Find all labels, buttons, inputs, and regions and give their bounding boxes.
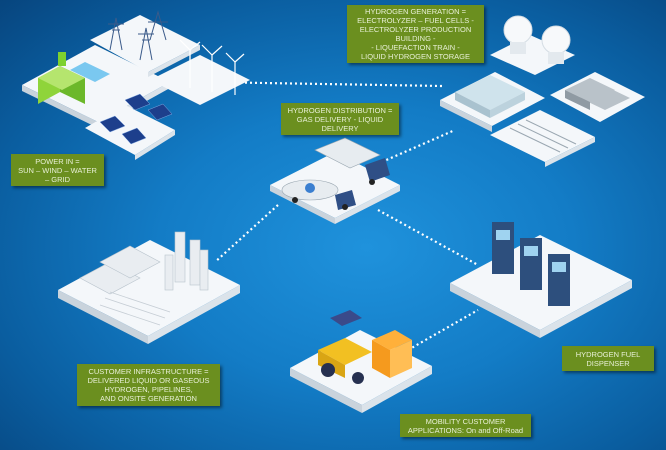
label-power-in: POWER IN = SUN – WIND – WATER – GRID: [11, 154, 104, 186]
generation-platform: [440, 15, 645, 167]
label-mobility: MOBILITY CUSTOMER APPLICATIONS: On and O…: [400, 414, 531, 437]
label-line: BUILDING -: [395, 34, 436, 43]
tank-array-icon: [99, 291, 171, 326]
mobility-platform: [290, 310, 432, 413]
storage-sphere-icon: [503, 15, 571, 64]
label-line: DISPENSER: [586, 358, 630, 368]
label-line: HYDROGEN, PIPELINES,: [104, 385, 193, 394]
label-line: ELECTROLYZER PRODUCTION: [359, 25, 472, 34]
distribution-platform: [270, 137, 400, 224]
label-line: - LIQUEFACTION TRAIN -: [371, 43, 460, 52]
pipeline-plant-icon: [79, 231, 209, 295]
label-line: DELIVERY: [321, 123, 359, 133]
label-line: HYDROGEN GENERATION =: [365, 7, 466, 16]
label-line: POWER IN =: [35, 156, 80, 166]
label-line: ELECTROLYZER – FUEL CELLS -: [357, 16, 474, 25]
wind-turbine-icon: [179, 39, 245, 95]
label-customer-infrastructure: CUSTOMER INFRASTRUCTURE = DELIVERED LIQU…: [77, 364, 220, 406]
label-distribution: HYDROGEN DISTRIBUTION = GAS DELIVERY - L…: [281, 103, 399, 135]
connector-distribution-dispenser: [377, 209, 479, 266]
hydro-dam-icon: [38, 52, 110, 104]
power-in-platform: [22, 10, 250, 160]
delivery-truck-icon: [281, 137, 390, 210]
connector-distribution-customer: [214, 204, 279, 263]
dispenser-platform: [450, 222, 632, 338]
fuel-cell-rack-icon: [509, 119, 577, 153]
connector-mobility-dispenser: [407, 309, 479, 351]
label-line: AND ONSITE GENERATION: [100, 394, 197, 403]
label-line: LIQUID HYDROGEN STORAGE: [360, 52, 471, 61]
label-line: MOBILITY CUSTOMER: [425, 416, 506, 426]
label-dispenser: HYDROGEN FUEL DISPENSER: [562, 346, 654, 371]
label-line: HYDROGEN DISTRIBUTION =: [287, 105, 393, 115]
label-line: GAS DELIVERY - LIQUID: [296, 114, 384, 124]
label-generation: HYDROGEN GENERATION = ELECTROLYZER – FUE…: [347, 5, 484, 63]
fuel-dispenser-icon: [492, 222, 570, 306]
label-line: – GRID: [44, 174, 70, 184]
label-line: CUSTOMER INFRASTRUCTURE =: [88, 367, 209, 376]
label-line: DELIVERED LIQUID OR GASEOUS: [87, 376, 210, 385]
label-line: SUN – WIND – WATER: [18, 165, 97, 175]
label-line: APPLICATIONS: On and Off-Road: [407, 425, 524, 435]
forklift-icon: [318, 310, 412, 384]
electrolyzer-building-icon: [455, 75, 525, 118]
container-icon: [565, 78, 630, 110]
customer-infrastructure-platform: [58, 231, 240, 344]
label-line: HYDROGEN FUEL: [575, 349, 641, 359]
power-tower-icon: [108, 10, 168, 61]
solar-panel-icon: [99, 93, 173, 145]
